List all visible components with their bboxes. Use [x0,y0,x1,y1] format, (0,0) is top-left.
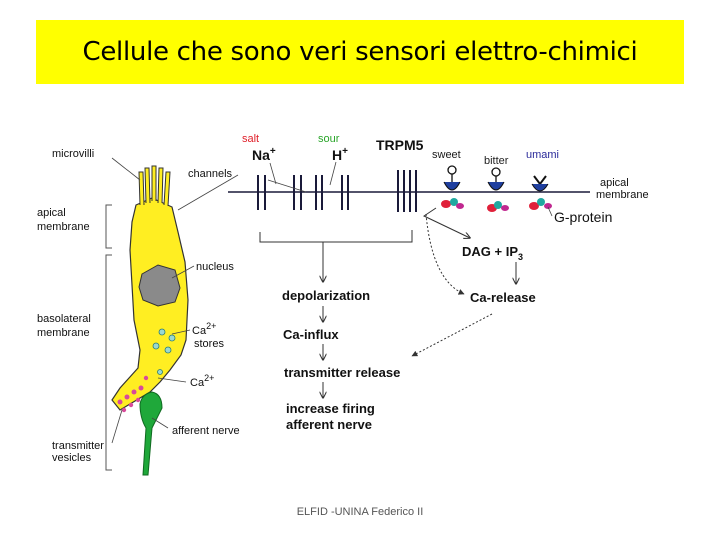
cell-body [111,197,189,411]
label-apical-membrane-1: apical [600,177,629,189]
umami-receptor [531,175,549,192]
bitter-receptor [487,167,505,191]
label-basolateral-1: basolateral [37,313,91,325]
title-banner: Cellule che sono veri sensori elettro-ch… [36,20,684,84]
g-protein-sweet [441,198,464,209]
cascade-arrows [259,207,516,398]
label-apical-membrane-2: membrane [596,189,649,201]
label-channels: channels [188,168,233,180]
g-protein-bitter [487,201,509,212]
label-ca-release: Ca-release [470,290,536,305]
label-transmitter-2: vesicles [52,452,92,464]
label-dag-ip3: DAG + IP3 [462,244,523,262]
cell-labels: microvilli apical membrane nucleus basol… [37,148,240,464]
label-g-protein: G-protein [554,209,612,225]
label-sour: sour [318,133,340,145]
leader-lines [111,157,239,444]
label-sweet: sweet [432,149,461,161]
label-ca-influx: Ca-influx [283,327,339,342]
g-protein-leader [547,206,553,217]
label-afferent-nerve-cascade: afferent nerve [286,417,372,432]
label-ca: Ca2+ [190,373,214,389]
nucleus [138,264,181,307]
region-brackets [105,204,112,471]
ca-stores [152,328,176,375]
label-h: H+ [332,146,348,163]
footer-credit: ELFID -UNINA Federico II [296,506,424,518]
membrane-channels [228,170,440,212]
label-increase-firing: increase firing [286,401,375,416]
label-apical-1: apical [37,207,66,219]
channels-leader [267,179,307,193]
label-ca-stores-ion: Ca2+ [192,321,216,337]
afferent-nerve-fiber [139,391,163,476]
h-leader [329,161,337,186]
label-umami: umami [526,149,559,161]
label-apical-2: membrane [37,221,90,233]
g-protein-umami [529,198,552,210]
label-basolateral-2: membrane [37,327,90,339]
stimulus-labels: salt sour Na+ H+ TRPM5 sweet bitter umam… [242,133,649,262]
page-title: Cellule che sono veri sensori elettro-ch… [82,37,638,67]
gpcr-receptors [440,165,590,217]
label-nucleus: nucleus [196,261,234,273]
label-afferent-nerve: afferent nerve [172,425,240,437]
label-transmitter-release: transmitter release [284,365,400,380]
label-trpm5: TRPM5 [376,137,424,153]
taste-cell [111,165,189,476]
label-na: Na+ [252,146,276,163]
microvilli [138,165,171,207]
label-microvilli: microvilli [52,148,94,160]
sweet-receptor [443,165,461,191]
label-bitter: bitter [484,155,509,167]
cascade-labels: depolarization Ca-release Ca-influx tran… [282,288,536,432]
label-salt: salt [242,133,259,145]
label-transmitter-1: transmitter [52,440,104,452]
transmitter-vesicles [117,375,149,413]
label-depolarization: depolarization [282,288,370,303]
na-leader [269,162,277,185]
label-ca-stores-word: stores [194,338,224,350]
